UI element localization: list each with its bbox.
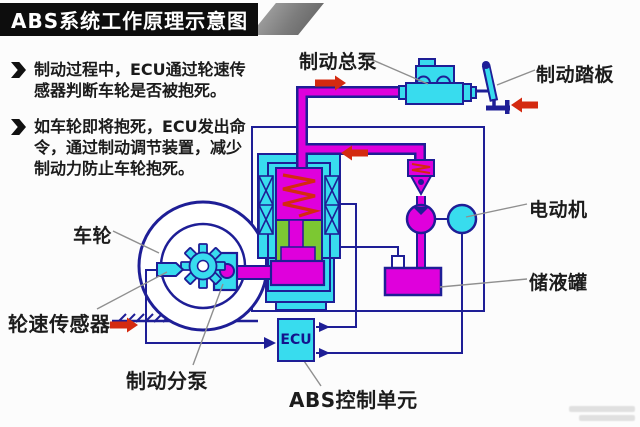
arrowhead-ecu-out-bottom-icon [319, 348, 330, 358]
label-master-cylinder: 制动总泵 [299, 51, 378, 73]
pedal-force-arrow-icon [511, 97, 538, 113]
check-valve-shape [407, 159, 435, 197]
hydraulic-unit-boundary [251, 126, 485, 312]
reservoir-shape [383, 266, 443, 297]
wheel-cylinder-shape [212, 251, 239, 292]
label-wheel-cylinder: 制动分泵 [126, 369, 208, 393]
bullet-2: 如车轮即将抱死，ECU发出命令，通过制动调节装置，减少制动力防止车轮抱死。 [11, 116, 252, 179]
bullet-1: 制动过程中，ECU通过轮速传感器判断车轮是否被抱死。 [11, 59, 252, 101]
watermark [569, 406, 635, 421]
motor-shape [446, 203, 478, 235]
return-flow-arrow-icon [341, 145, 368, 161]
page-title: ABS系统工作原理示意图 [0, 3, 258, 36]
arrowhead-ecu-out-top-icon [319, 322, 330, 332]
page-title-text: ABS系统工作原理示意图 [11, 9, 249, 33]
label-motor: 电动机 [529, 199, 588, 221]
bullet-1-text: 制动过程中，ECU通过轮速传感器判断车轮是否被抱死。 [34, 60, 246, 100]
label-abs-control-unit: ABS控制单元 [289, 388, 418, 412]
label-wheel: 车轮 [73, 225, 113, 247]
sensor-to-ecu-wire [145, 269, 266, 344]
wheel-speed-sensor-shape [156, 262, 185, 277]
piston-rod [231, 265, 275, 280]
solenoid-coil-right [324, 175, 340, 235]
wheel-motion-arrow-icon [110, 317, 138, 333]
ecu-box-label: ECU [280, 332, 312, 348]
ecu-box: ECU [277, 318, 315, 362]
flow-arrow-to-master-icon [315, 75, 346, 91]
valve-output-cylinder [269, 259, 326, 287]
label-reservoir: 储液罐 [529, 272, 588, 294]
valve-port-horizontal [280, 246, 316, 262]
valve-spring-icon [282, 173, 322, 218]
watermark-line [569, 406, 635, 412]
solenoid-coil-left [258, 175, 274, 235]
bullet-chevron-icon [11, 62, 26, 78]
arrowhead-into-ecu-icon [264, 337, 276, 349]
ecu-to-valve-wire [316, 203, 357, 328]
watermark-line [579, 415, 635, 421]
label-brake-pedal: 制动踏板 [536, 64, 615, 86]
tone-ring-gear-icon [180, 243, 226, 289]
valve-internals [231, 167, 340, 287]
signal-arrowheads [264, 322, 330, 358]
flow-arrows [110, 75, 538, 333]
label-wheel-speed-sensor: 轮速传感器 [8, 312, 111, 336]
valve-drain-line [340, 246, 399, 260]
ecu-to-motor-wire [316, 233, 463, 354]
pointer-lines [96, 57, 536, 387]
brake-pedal-shape [476, 61, 510, 114]
bullet-2-text: 如车轮即将抱死，ECU发出命令，通过制动调节装置，减少制动力防止车轮抱死。 [34, 117, 246, 178]
master-cylinder-shape [398, 58, 477, 105]
bullet-chevron-icon [11, 119, 26, 135]
return-pump-shape [405, 203, 437, 235]
